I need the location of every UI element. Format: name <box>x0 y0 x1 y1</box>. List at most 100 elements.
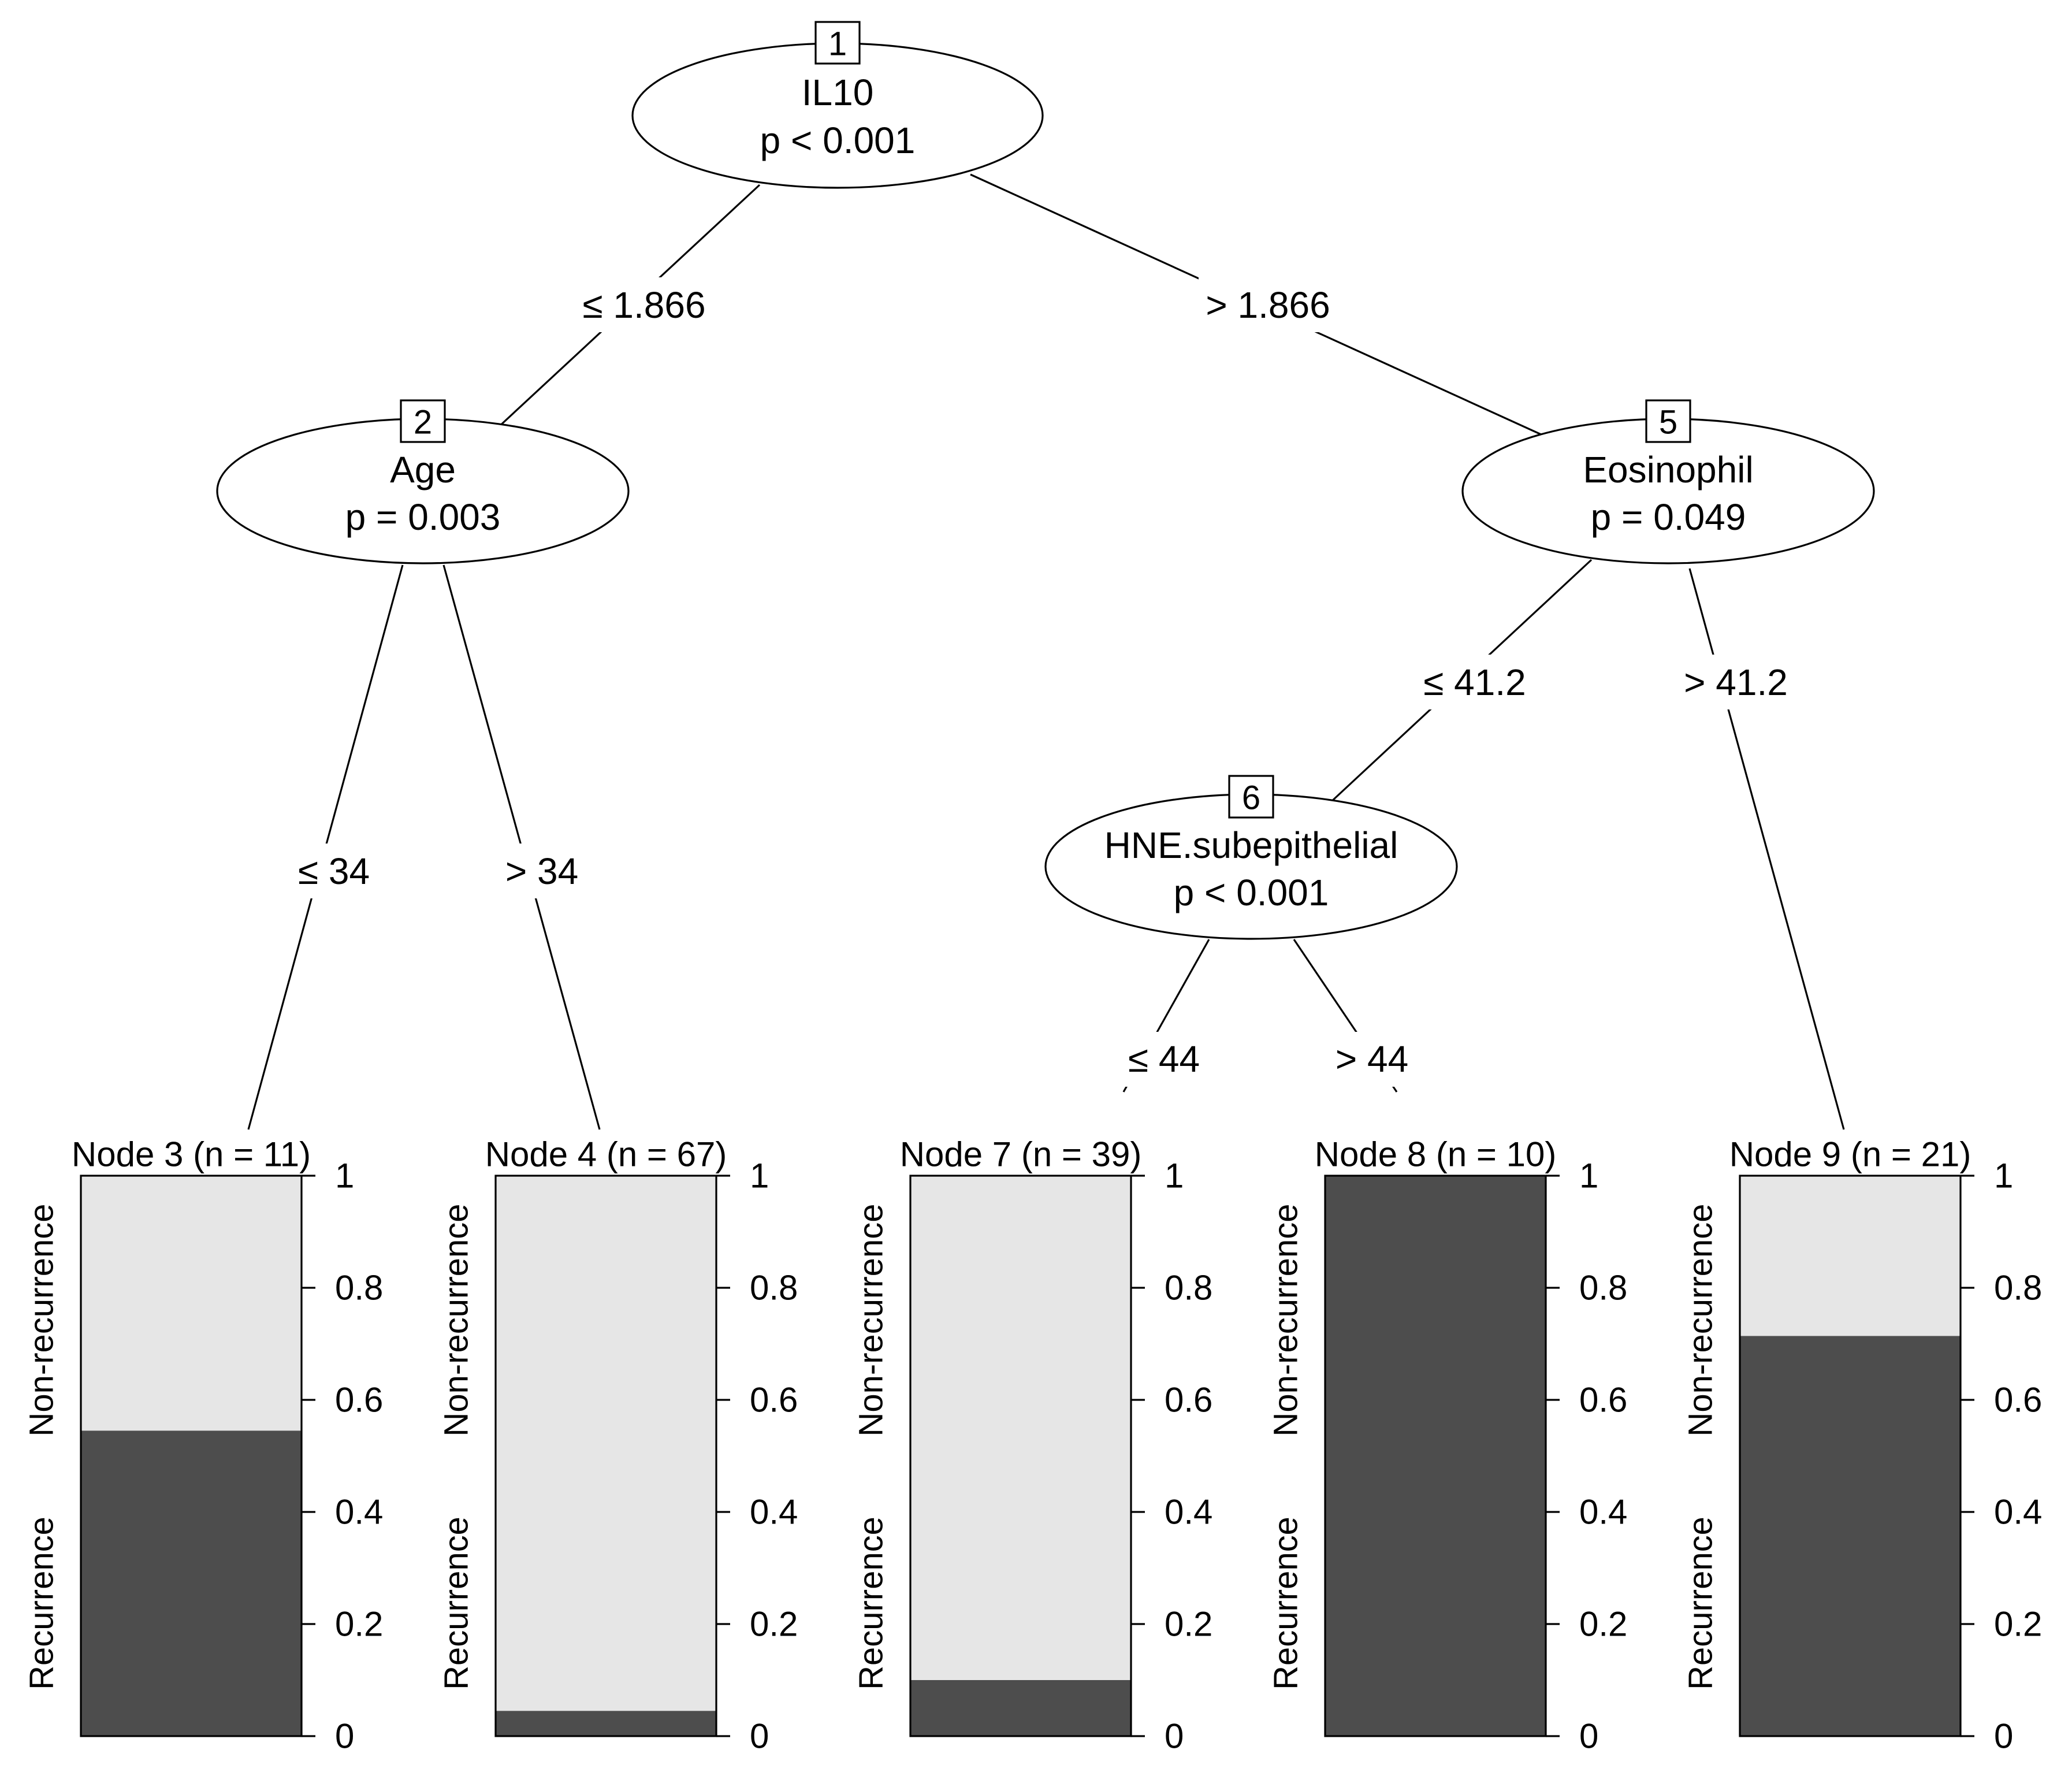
class-label-recurrence: Recurrence <box>853 1517 890 1690</box>
class-label-non-recurrence: Non-recurrence <box>853 1204 890 1437</box>
terminal-node-title: Node 4 (n = 67) <box>485 1135 727 1174</box>
axis-tick-label: 0.6 <box>1165 1381 1212 1420</box>
class-label-recurrence: Recurrence <box>1682 1517 1720 1690</box>
axis-tick-label: 0.2 <box>1165 1605 1212 1644</box>
bar-segment-recurrence <box>1325 1176 1546 1736</box>
bar-segment-recurrence <box>496 1711 716 1736</box>
axis-tick-label: 0.6 <box>335 1381 383 1420</box>
inner-node-2: 2 Age p = 0.003 <box>216 399 630 564</box>
terminal-node-title: Node 9 (n = 21) <box>1729 1135 1971 1174</box>
axis-tick-label: 0.4 <box>335 1493 383 1532</box>
axis-tick-label: 0.4 <box>1165 1493 1212 1532</box>
edge-5-9 <box>1688 568 1845 1130</box>
node-id: 5 <box>1659 404 1677 441</box>
split-label-text: ≤ 34 <box>298 850 370 892</box>
axis-tick-label: 1 <box>750 1157 769 1195</box>
axis-tick-label: 0.8 <box>335 1269 383 1307</box>
class-label-recurrence: Recurrence <box>1267 1517 1305 1690</box>
node-variable: HNE.subepithelial <box>1104 824 1398 866</box>
split-label-text: > 41.2 <box>1684 662 1788 703</box>
node-id: 2 <box>414 404 432 441</box>
node-pvalue: p < 0.001 <box>1174 872 1329 913</box>
node-id-box <box>1228 775 1274 819</box>
axis-tick-label: 0.6 <box>750 1381 798 1420</box>
class-label-recurrence: Recurrence <box>438 1517 475 1690</box>
split-label-text: > 44 <box>1336 1038 1408 1080</box>
class-label-recurrence: Recurrence <box>23 1517 61 1690</box>
split-label-1-2: ≤ 1.866 <box>575 277 713 332</box>
axis-tick-label: 0.8 <box>1994 1269 2042 1307</box>
axis-tick-label: 0 <box>335 1717 354 1756</box>
terminal-node-title: Node 7 (n = 39) <box>900 1135 1142 1174</box>
split-label-2-4: > 34 <box>497 844 589 898</box>
split-label-text: ≤ 44 <box>1128 1038 1200 1080</box>
axis-tick-label: 1 <box>1165 1157 1184 1195</box>
split-label-6-8: > 44 <box>1317 1032 1421 1087</box>
class-label-non-recurrence: Non-recurrence <box>1682 1204 1720 1437</box>
axis-tick-label: 1 <box>335 1157 354 1195</box>
bar-frame <box>494 1175 717 1737</box>
axis-tick-label: 0.6 <box>1994 1381 2042 1420</box>
terminal-node-title: Node 3 (n = 11) <box>72 1135 311 1174</box>
bar-segment-recurrence <box>81 1430 302 1736</box>
split-label-5-9: > 41.2 <box>1672 655 1788 709</box>
bar-segment-non-recurrence <box>81 1176 302 1431</box>
node-pvalue: p < 0.001 <box>760 120 916 161</box>
axis-tick-label: 0 <box>1165 1717 1184 1756</box>
inner-node-5: 5 Eosinophil p = 0.049 <box>1461 399 1875 564</box>
axis-tick-label: 0.2 <box>750 1605 798 1644</box>
node-variable: IL10 <box>802 72 874 113</box>
node-id-box <box>1645 399 1691 443</box>
axis-tick-label: 0.8 <box>750 1269 798 1307</box>
bar-segment-recurrence <box>1740 1336 1961 1736</box>
class-label-non-recurrence: Non-recurrence <box>438 1204 475 1437</box>
axis-tick-label: 0.2 <box>335 1605 383 1644</box>
axis-tick-label: 0.2 <box>1579 1605 1627 1644</box>
bar-segment-non-recurrence <box>1740 1176 1961 1336</box>
bar-segment-non-recurrence <box>496 1176 716 1711</box>
split-label-text: > 34 <box>505 850 578 892</box>
split-label-6-7: ≤ 44 <box>1109 1032 1213 1087</box>
node-id-box <box>400 399 446 443</box>
axis-tick-label: 0 <box>750 1717 769 1756</box>
node-id-box <box>814 21 861 65</box>
tree-edges <box>247 173 1845 1130</box>
bar-segment-non-recurrence <box>910 1176 1131 1680</box>
bar-frame <box>1324 1175 1547 1737</box>
inner-node-1: 1 IL10 p < 0.001 <box>631 21 1044 189</box>
inner-node-6: 6 HNE.subepithelial p < 0.001 <box>1044 775 1458 940</box>
class-label-non-recurrence: Non-recurrence <box>1267 1204 1305 1437</box>
node-pvalue: p = 0.003 <box>345 496 501 538</box>
class-label-non-recurrence: Non-recurrence <box>23 1204 61 1437</box>
bar-frame <box>80 1175 303 1737</box>
split-label-1-5: > 1.866 <box>1199 277 1337 332</box>
axis-tick-label: 0.4 <box>1994 1493 2042 1532</box>
axis-tick-label: 0.6 <box>1579 1381 1627 1420</box>
axis-tick-label: 0.4 <box>1579 1493 1627 1532</box>
bar-segment-recurrence <box>910 1680 1131 1736</box>
node-variable: Age <box>390 449 456 491</box>
bar-frame <box>909 1175 1132 1737</box>
axis-tick-label: 0.8 <box>1165 1269 1212 1307</box>
axis-tick-label: 0 <box>1579 1717 1598 1756</box>
node-pvalue: p = 0.049 <box>1591 496 1746 538</box>
split-label-2-3: ≤ 34 <box>289 844 381 898</box>
split-label-5-6: ≤ 41.2 <box>1411 655 1527 709</box>
bar-frame <box>1739 1175 1962 1737</box>
terminal-node-title: Node 8 (n = 10) <box>1315 1135 1557 1174</box>
split-label-text: ≤ 1.866 <box>582 284 705 326</box>
node-ellipse <box>631 42 1044 189</box>
split-label-text: ≤ 41.2 <box>1423 662 1526 703</box>
split-label-text: > 1.866 <box>1206 284 1330 326</box>
axis-tick-label: 1 <box>1579 1157 1598 1195</box>
axis-tick-label: 1 <box>1994 1157 2013 1195</box>
node-id: 6 <box>1242 779 1260 817</box>
axis-tick-label: 0 <box>1994 1717 2013 1756</box>
